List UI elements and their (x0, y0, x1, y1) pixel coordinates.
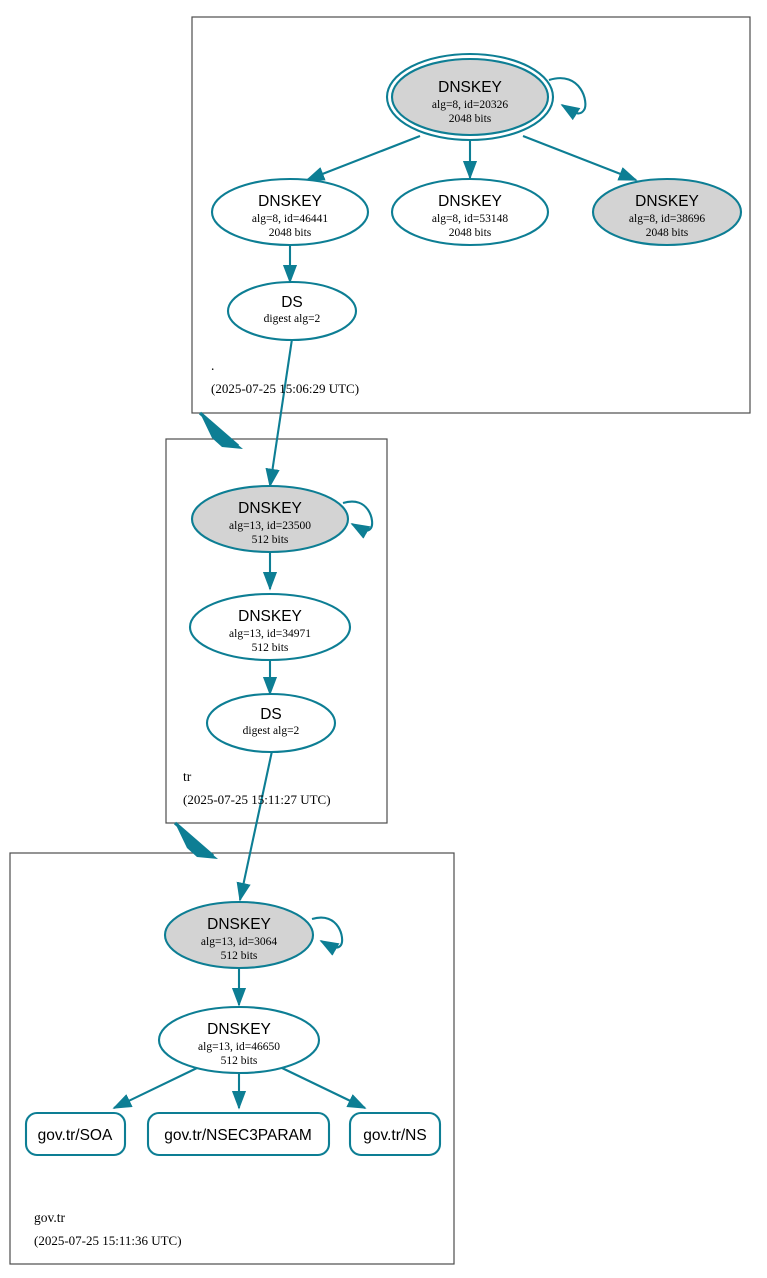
node-params: alg=13, id=34971 (229, 628, 311, 640)
node-title: DNSKEY (238, 500, 302, 517)
edge-root-ksk-to-zsk46441 (305, 135, 421, 181)
node-root-zsk-38696[interactable]: DNSKEY alg=8, id=38696 2048 bits (591, 177, 743, 247)
delegation-arrow-root-to-tr (198, 411, 243, 449)
node-params: alg=8, id=38696 (629, 213, 705, 225)
rrset-govtr-soa[interactable]: gov.tr/SOA (24, 1111, 127, 1157)
zone-label-tr: tr (183, 769, 192, 784)
node-size: 512 bits (221, 1055, 258, 1067)
node-title: DNSKEY (438, 193, 502, 210)
edge-root-ksk-self-sign (548, 77, 587, 121)
node-title: DNSKEY (207, 1021, 271, 1038)
zone-box-root (191, 16, 751, 414)
edge-govtr-ksk-self-sign (311, 916, 344, 956)
rrset-govtr-nsec3param[interactable]: gov.tr/NSEC3PARAM (146, 1111, 331, 1157)
node-root-ds[interactable]: DS digest alg=2 (226, 280, 358, 342)
node-params: alg=13, id=3064 (201, 936, 277, 948)
zone-label-govtr: gov.tr (34, 1210, 65, 1225)
node-params: alg=8, id=20326 (432, 99, 508, 111)
node-govtr-ksk-3064[interactable]: DNSKEY alg=13, id=3064 512 bits (163, 900, 315, 970)
node-size: 2048 bits (646, 227, 689, 239)
node-size: 512 bits (221, 950, 258, 962)
node-root-zsk-46441[interactable]: DNSKEY alg=8, id=46441 2048 bits (210, 177, 370, 247)
node-tr-ksk-23500[interactable]: DNSKEY alg=13, id=23500 512 bits (190, 484, 350, 554)
node-params: alg=13, id=23500 (229, 520, 311, 532)
zone-label-root: . (211, 358, 214, 373)
node-params: alg=8, id=53148 (432, 213, 508, 225)
edge-govtr-zsk-to-ns (281, 1067, 367, 1109)
node-tr-zsk-34971[interactable]: DNSKEY alg=13, id=34971 512 bits (188, 592, 352, 662)
node-title: DNSKEY (238, 608, 302, 625)
node-govtr-zsk-46650[interactable]: DNSKEY alg=13, id=46650 512 bits (157, 1005, 321, 1075)
node-title: DNSKEY (438, 79, 502, 96)
node-size: 512 bits (252, 642, 289, 654)
delegation-arrow-tr-to-govtr (173, 821, 218, 859)
node-size: 2048 bits (449, 227, 492, 239)
edge-root-ds-to-tr-ksk (265, 338, 294, 488)
node-root-ksk-20326[interactable]: DNSKEY alg=8, id=20326 2048 bits (385, 52, 555, 142)
node-tr-ds[interactable]: DS digest alg=2 (205, 692, 337, 754)
node-size: 512 bits (252, 534, 289, 546)
node-params: digest alg=2 (243, 725, 300, 737)
rrset-label: gov.tr/NS (363, 1127, 426, 1144)
node-size: 2048 bits (269, 227, 312, 239)
zone-box-govtr (9, 852, 455, 1265)
zone-timestamp-root: (2025-07-25 15:06:29 UTC) (211, 381, 359, 396)
rrset-label: gov.tr/SOA (38, 1127, 113, 1144)
node-title: DNSKEY (207, 916, 271, 933)
node-title: DNSKEY (635, 193, 699, 210)
edge-root-ksk-to-zsk38696 (522, 135, 638, 181)
zone-timestamp-tr: (2025-07-25 15:11:27 UTC) (183, 792, 331, 807)
node-params: alg=13, id=46650 (198, 1041, 280, 1053)
node-size: 2048 bits (449, 113, 492, 125)
node-root-zsk-53148[interactable]: DNSKEY alg=8, id=53148 2048 bits (390, 177, 550, 247)
edge-govtr-zsk-to-soa (112, 1067, 198, 1109)
node-params: alg=8, id=46441 (252, 213, 328, 225)
node-params: digest alg=2 (264, 313, 321, 325)
rrset-label: gov.tr/NSEC3PARAM (164, 1127, 312, 1144)
edge-tr-ksk-self-sign (342, 500, 374, 539)
node-title: DS (260, 706, 282, 723)
edge-tr-ds-to-govtr-ksk (236, 750, 274, 902)
rrset-govtr-ns[interactable]: gov.tr/NS (348, 1111, 442, 1157)
zone-timestamp-govtr: (2025-07-25 15:11:36 UTC) (34, 1233, 182, 1248)
node-title: DS (281, 294, 303, 311)
node-title: DNSKEY (258, 193, 322, 210)
